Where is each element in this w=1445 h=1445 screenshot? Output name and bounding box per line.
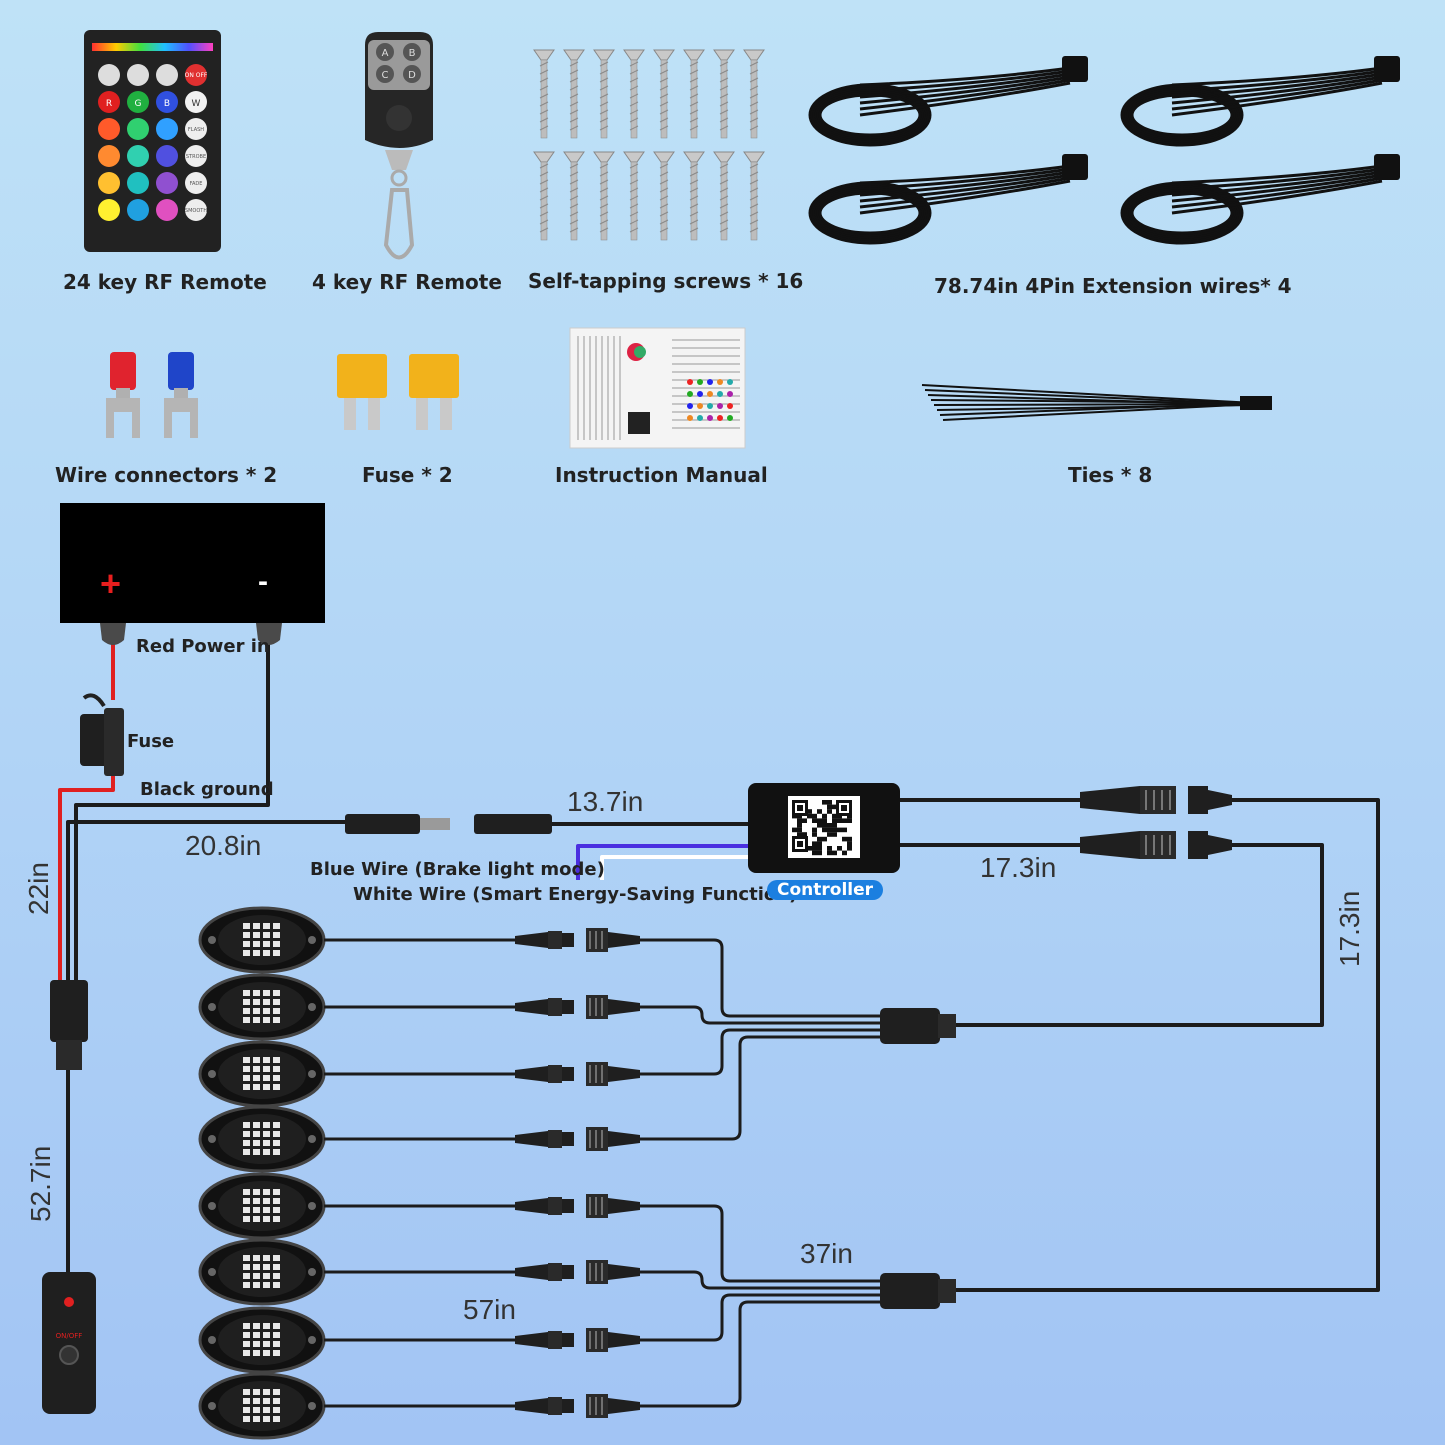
battery-icon: + - xyxy=(60,503,325,623)
pod-4pin-connector xyxy=(515,1194,640,1218)
rock-light-pod xyxy=(198,1172,880,1283)
caption-4-key-remote: 4 key RF Remote xyxy=(312,270,502,294)
dc-plug-male xyxy=(345,814,450,834)
rock-light-pod xyxy=(198,1028,880,1108)
dim-17-3in-vertical: 17.3in xyxy=(1334,890,1365,967)
splitter-hub-top xyxy=(880,1008,956,1044)
dim-52-7in: 52.7in xyxy=(25,1145,56,1222)
dim-17-3in-horizontal: 17.3in xyxy=(980,852,1057,883)
svg-text:STROBE: STROBE xyxy=(186,154,206,160)
blue-wire-label: Blue Wire (Brake light mode) xyxy=(310,859,605,880)
caption-ties: Ties * 8 xyxy=(1068,463,1153,487)
rf-remote-24-key-icon: R G B W FLASH STROBE FADE SMOOTH ON OFF xyxy=(84,30,221,252)
caption-screws: Self-tapping screws * 16 xyxy=(528,269,804,293)
svg-text:W: W xyxy=(192,99,201,109)
main-power-cable xyxy=(66,820,350,985)
controller-badge: Controller xyxy=(767,880,884,900)
black-ground-label: Black ground xyxy=(140,779,274,800)
controller-output-connector-1 xyxy=(1080,786,1232,814)
dim-37in: 37in xyxy=(800,1238,853,1269)
blue-wire xyxy=(576,844,752,880)
dim-20-8in: 20.8in xyxy=(185,830,262,861)
on-off-switch: ON/OFF xyxy=(42,1272,96,1414)
controller-box xyxy=(748,783,900,873)
dim-22in: 22in xyxy=(23,862,54,915)
svg-text:D: D xyxy=(408,70,416,81)
caption-24-key-remote: 24 key RF Remote xyxy=(63,270,267,294)
caption-wire-connectors: Wire connectors * 2 xyxy=(55,463,278,487)
caption-instruction-manual: Instruction Manual xyxy=(555,463,768,487)
manual-icon xyxy=(569,327,746,449)
svg-text:FLASH: FLASH xyxy=(188,127,204,133)
wire-connector-icon xyxy=(106,352,198,438)
rock-light-pod xyxy=(198,1035,880,1173)
pod-4pin-connector xyxy=(515,995,640,1019)
caption-fuse: Fuse * 2 xyxy=(362,463,453,487)
white-wire xyxy=(600,855,752,880)
screws-icon xyxy=(533,49,765,241)
dc-plug-female xyxy=(474,814,552,834)
fuse-icon xyxy=(337,354,459,430)
battery-terminal-clips xyxy=(100,623,282,645)
dim-57in: 57in xyxy=(463,1294,516,1325)
pod-4pin-connector xyxy=(515,928,640,952)
svg-text:C: C xyxy=(382,70,389,81)
battery-positive-terminal: + xyxy=(100,563,122,604)
svg-text:B: B xyxy=(409,48,416,59)
inline-fuse-holder xyxy=(80,693,124,776)
pod-4pin-connector xyxy=(515,1260,640,1284)
dim-13-7in: 13.7in xyxy=(567,786,644,817)
rf-remote-4-key-icon: A B C D xyxy=(365,32,433,260)
extension-wire-icon xyxy=(808,56,1400,245)
splitter-hub-bottom xyxy=(880,1273,956,1309)
red-power-label: Red Power in xyxy=(136,636,270,657)
rock-light-pod xyxy=(198,973,880,1041)
caption-extension-wires: 78.74in 4Pin Extension wires* 4 xyxy=(934,274,1292,298)
cable-ties-icon xyxy=(921,384,1272,421)
black-ground-wire xyxy=(74,640,270,980)
pod-4pin-connector xyxy=(515,1328,640,1352)
y-splitter-connector xyxy=(50,980,88,1070)
svg-text:SMOOTH: SMOOTH xyxy=(185,208,207,214)
svg-text:ON OFF: ON OFF xyxy=(185,72,208,79)
controller-output-connector-2 xyxy=(1080,831,1232,859)
svg-text:FADE: FADE xyxy=(190,181,203,187)
rock-light-pod xyxy=(198,1300,880,1440)
pod-4pin-connector xyxy=(515,1062,640,1086)
svg-text:ON/OFF: ON/OFF xyxy=(56,1332,83,1340)
pod-4pin-connector xyxy=(515,1394,640,1418)
pod-4pin-connector xyxy=(515,1127,640,1151)
svg-text:A: A xyxy=(382,48,389,59)
white-wire-label: White Wire (Smart Energy-Saving Function… xyxy=(353,884,798,905)
svg-text:G: G xyxy=(135,99,142,109)
rock-light-pod xyxy=(198,1238,880,1306)
rock-light-pod xyxy=(198,1293,880,1374)
battery-negative-terminal: - xyxy=(258,565,268,598)
svg-text:R: R xyxy=(106,99,112,109)
rock-light-pod xyxy=(198,906,880,1018)
svg-text:B: B xyxy=(164,99,170,109)
fuse-label: Fuse xyxy=(127,731,175,752)
